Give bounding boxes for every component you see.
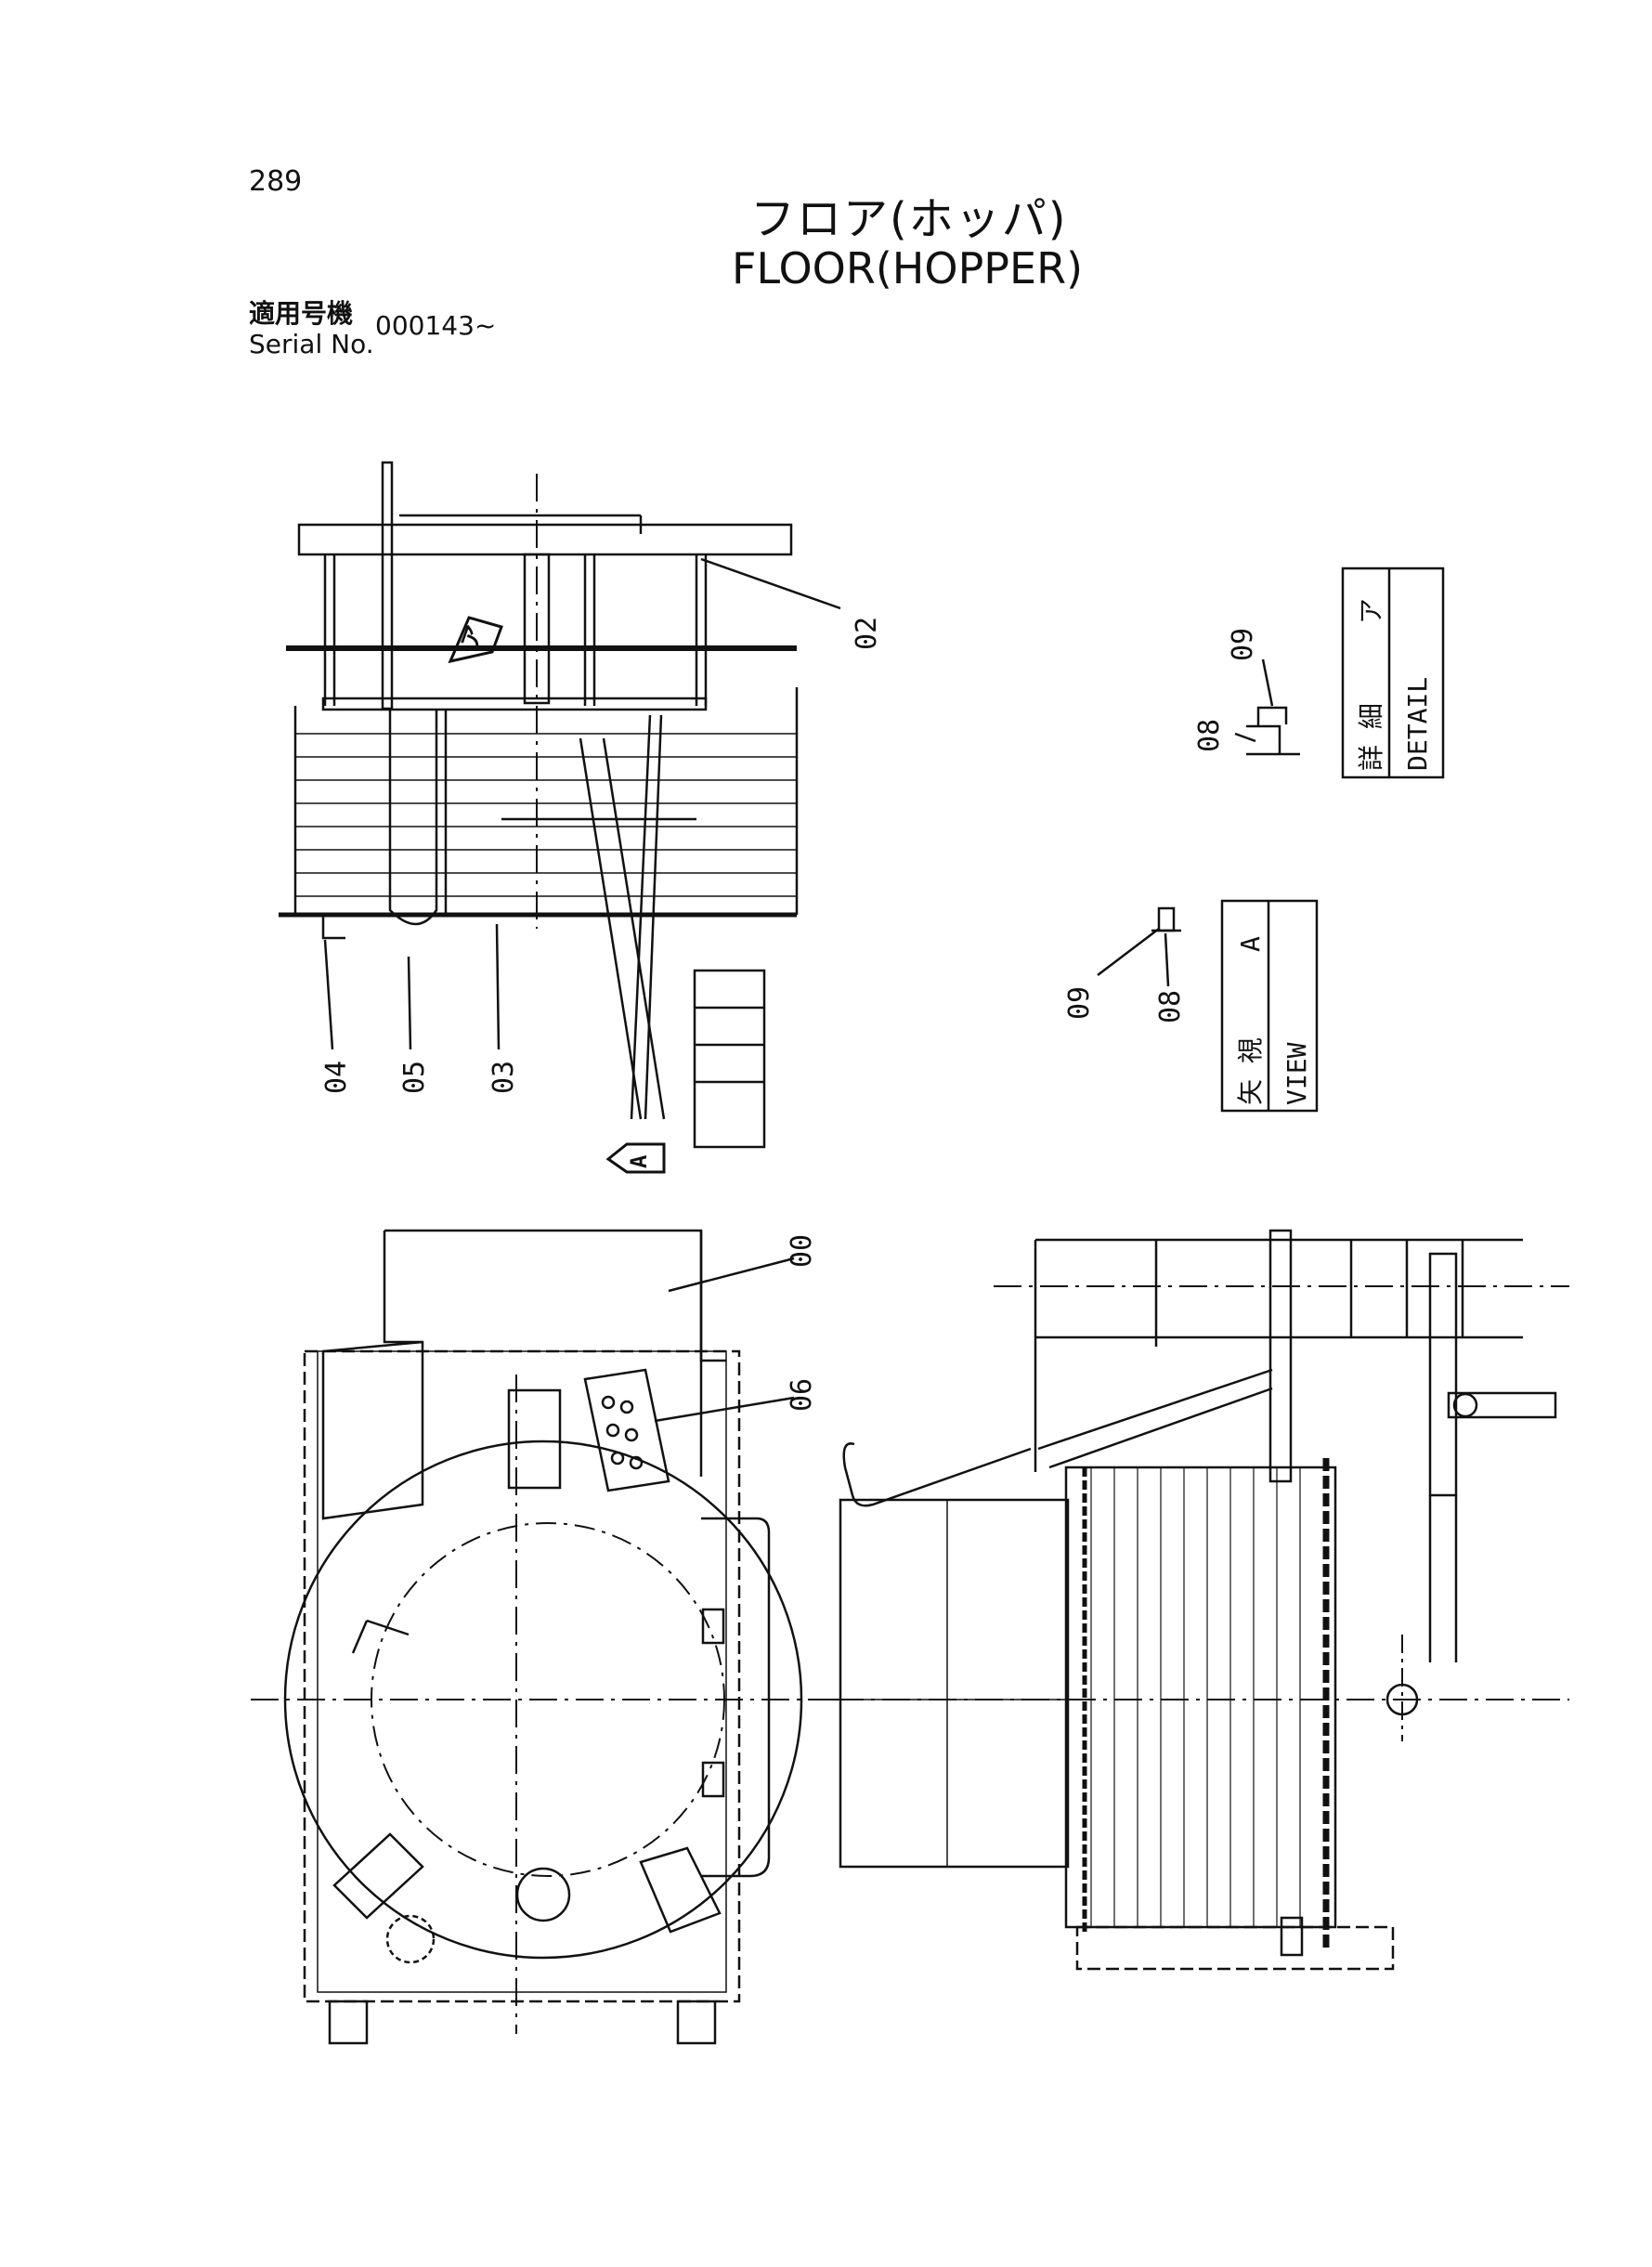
detail-part — [1246, 706, 1300, 756]
detail-arrow — [448, 616, 503, 664]
serial-value: 000143~ — [375, 310, 497, 341]
hopper-plan-view — [251, 1229, 854, 2045]
view-box — [1220, 899, 1319, 1113]
view-label-japanese: 矢 視 — [1235, 1037, 1266, 1105]
page-number: 289 — [249, 165, 303, 198]
view-label: VIEW — [1281, 1042, 1312, 1105]
detail-label-japanese: 詳 細 — [1356, 703, 1386, 771]
top-view-assembly — [279, 461, 799, 1149]
callout-08-detail: 08 — [1193, 719, 1226, 752]
detail-box — [1341, 567, 1445, 779]
view-mark: A — [1235, 936, 1266, 952]
callout-06: 06 — [786, 1378, 818, 1412]
view-a-arrow-label: A — [626, 1154, 652, 1168]
callout-05: 05 — [398, 1061, 431, 1094]
callout-00: 00 — [786, 1234, 818, 1268]
callout-04: 04 — [320, 1061, 353, 1094]
callout-08-view: 08 — [1154, 990, 1187, 1023]
serial-label-japanese: 適用号機 — [249, 298, 354, 329]
page-title-japanese: フロア(ホッパ) — [750, 193, 1068, 245]
page-title: FLOOR(HOPPER) — [732, 243, 1084, 293]
hopper-side-view — [836, 1229, 1569, 1971]
view-a-arrow — [605, 1142, 666, 1174]
callout-03: 03 — [488, 1061, 520, 1094]
callout-02: 02 — [851, 617, 883, 650]
detail-mark: ア — [1356, 598, 1386, 624]
callout-09-view: 09 — [1063, 986, 1096, 1020]
view-part — [1151, 906, 1181, 932]
serial-label: Serial No. — [249, 329, 374, 359]
detail-label: DETAIL — [1402, 677, 1433, 771]
callout-09-detail: 09 — [1227, 628, 1259, 661]
